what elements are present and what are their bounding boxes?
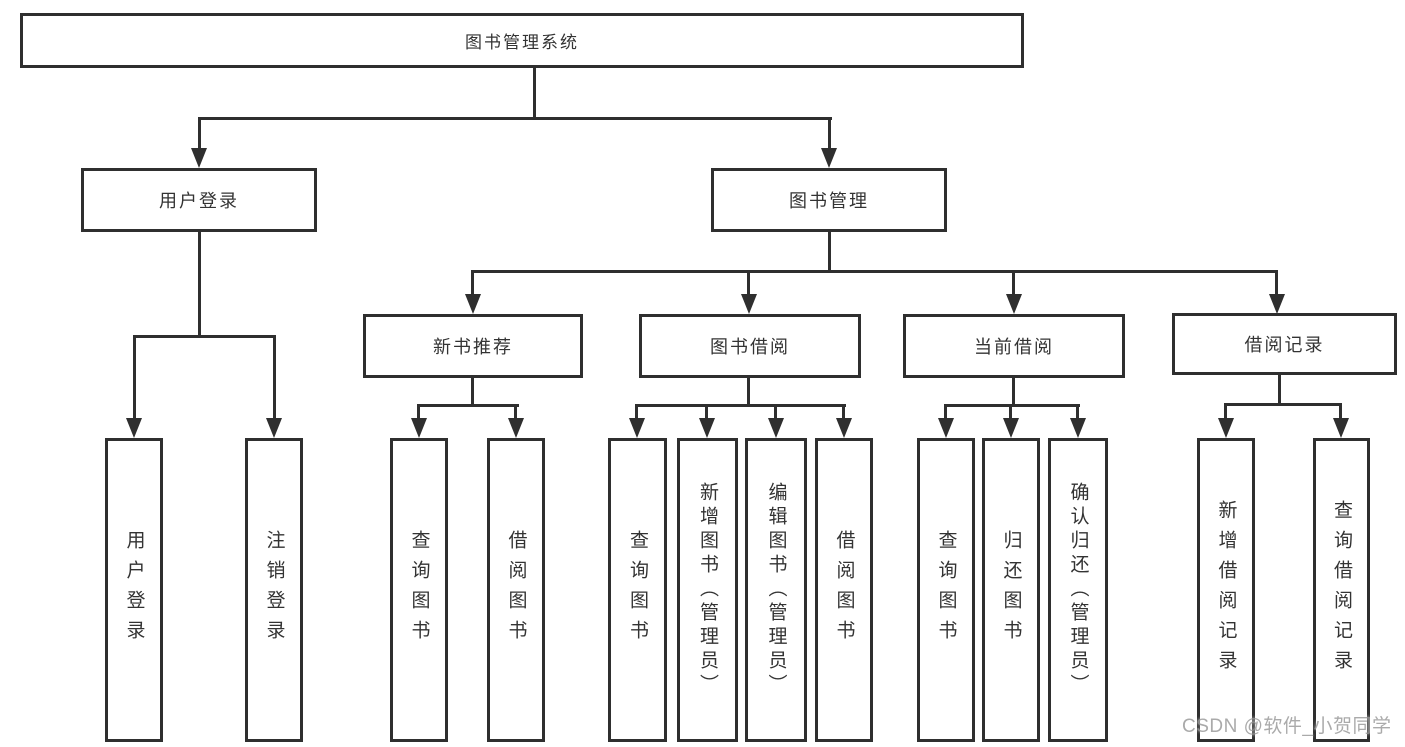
node-current-borrow-label: 当前借阅 [974, 337, 1054, 357]
edge-groupA-drop2 [514, 404, 517, 420]
arrowhead-groupB-3 [768, 418, 784, 438]
edge-groupB-rail [635, 404, 846, 407]
edge-groupB-stem [747, 378, 750, 407]
leaf-return-books: 归还图书 [982, 438, 1040, 742]
edge-groupD-rail [1224, 403, 1342, 406]
edge-groupA-stem [471, 378, 474, 407]
edge-drop-new-book [471, 270, 474, 296]
leaf-query-borrow-record-label: 查询借阅记录 [1331, 500, 1352, 680]
arrowhead-user-login [191, 148, 207, 168]
leaf-add-books-admin: 新增图书（管理员） [677, 438, 738, 742]
edge-groupB-drop2 [705, 404, 708, 420]
leaf-newbook-query-books: 查询图书 [390, 438, 448, 742]
arrowhead-groupA-2 [508, 418, 524, 438]
leaf-return-books-label: 归还图书 [1000, 530, 1022, 650]
node-new-book-recommend: 新书推荐 [363, 314, 583, 378]
arrowhead-login-leaf [126, 418, 142, 438]
node-book-borrow: 图书借阅 [639, 314, 861, 378]
node-borrow-records: 借阅记录 [1172, 313, 1397, 375]
node-borrow-records-label: 借阅记录 [1244, 335, 1325, 355]
leaf-borrow-query-books-label: 查询图书 [627, 530, 648, 650]
leaf-user-login: 用户登录 [105, 438, 163, 742]
edge-groupD-stem [1278, 375, 1281, 406]
node-book-borrow-label: 图书借阅 [710, 337, 790, 357]
node-current-borrow: 当前借阅 [903, 314, 1125, 378]
node-book-management: 图书管理 [711, 168, 947, 232]
edge-drop-borrow [747, 270, 750, 296]
arrowhead-groupC-3 [1070, 418, 1086, 438]
leaf-borrow-books-label: 借阅图书 [833, 530, 855, 650]
arrowhead-current [1006, 294, 1022, 314]
node-user-login-label: 用户登录 [159, 191, 239, 211]
leaf-current-query-books: 查询图书 [917, 438, 975, 742]
arrowhead-groupA-1 [411, 418, 427, 438]
edge-groupC-drop3 [1076, 404, 1079, 420]
edge-groupC-drop2 [1009, 404, 1012, 420]
leaf-logout-label: 注销登录 [263, 530, 285, 650]
edge-groupC-stem [1012, 378, 1015, 407]
edge-drop-login-leaf [133, 335, 136, 420]
node-book-management-label: 图书管理 [789, 191, 869, 211]
leaf-current-query-books-label: 查询图书 [935, 530, 957, 650]
arrowhead-groupB-2 [699, 418, 715, 438]
arrowhead-borrow [741, 294, 757, 314]
arrowhead-groupB-1 [629, 418, 645, 438]
arrowhead-groupC-2 [1003, 418, 1019, 438]
edge-groupB-drop3 [774, 404, 777, 420]
edge-drop-logout-leaf [273, 335, 276, 420]
leaf-add-borrow-record-label: 新增借阅记录 [1215, 500, 1237, 680]
edge-book-mgmt-stem [828, 232, 831, 273]
arrowhead-groupD-2 [1333, 418, 1349, 438]
csdn-watermark: CSDN @软件_小贺同学 [1182, 716, 1392, 737]
edge-user-login-rail [133, 335, 276, 338]
node-user-login: 用户登录 [81, 168, 317, 232]
leaf-add-borrow-record: 新增借阅记录 [1197, 438, 1255, 742]
leaf-confirm-return-admin: 确认归还（管理员） [1048, 438, 1108, 742]
leaf-confirm-return-admin-label: 确认归还（管理员） [1067, 482, 1089, 698]
edge-groupA-drop1 [417, 404, 420, 420]
leaf-edit-books-admin-label: 编辑图书（管理员） [765, 482, 787, 698]
leaf-query-borrow-record: 查询借阅记录 [1313, 438, 1370, 742]
arrowhead-book-mgmt [821, 148, 837, 168]
arrowhead-logout-leaf [266, 418, 282, 438]
edge-groupC-rail [944, 404, 1080, 407]
leaf-borrow-books: 借阅图书 [815, 438, 873, 742]
node-root: 图书管理系统 [20, 13, 1024, 68]
arrowhead-groupB-4 [836, 418, 852, 438]
node-root-label: 图书管理系统 [465, 33, 579, 52]
node-new-book-recommend-label: 新书推荐 [433, 337, 513, 357]
leaf-newbook-borrow-books-label: 借阅图书 [505, 530, 527, 650]
leaf-newbook-query-books-label: 查询图书 [408, 530, 430, 650]
leaf-user-login-label: 用户登录 [123, 530, 145, 650]
edge-drop-current [1012, 270, 1015, 296]
edge-root-stem [533, 68, 536, 117]
edge-root-rail [198, 117, 832, 120]
leaf-newbook-borrow-books: 借阅图书 [487, 438, 545, 742]
edge-groupB-drop4 [842, 404, 845, 420]
leaf-edit-books-admin: 编辑图书（管理员） [745, 438, 807, 742]
edge-groupD-drop2 [1339, 403, 1342, 420]
edge-book-mgmt-rail [471, 270, 1278, 273]
arrowhead-new-book [465, 294, 481, 314]
edge-drop-book-mgmt [828, 117, 831, 150]
edge-groupC-drop1 [944, 404, 947, 420]
arrowhead-groupC-1 [938, 418, 954, 438]
leaf-logout: 注销登录 [245, 438, 303, 742]
edge-user-login-stem [198, 232, 201, 338]
edge-groupD-drop1 [1224, 403, 1227, 420]
leaf-add-books-admin-label: 新增图书（管理员） [697, 482, 718, 698]
leaf-borrow-query-books: 查询图书 [608, 438, 667, 742]
arrowhead-groupD-1 [1218, 418, 1234, 438]
edge-groupB-drop1 [635, 404, 638, 420]
edge-drop-records [1275, 270, 1278, 296]
edge-groupA-rail [417, 404, 519, 407]
edge-drop-user-login [198, 117, 201, 150]
arrowhead-records [1269, 294, 1285, 314]
